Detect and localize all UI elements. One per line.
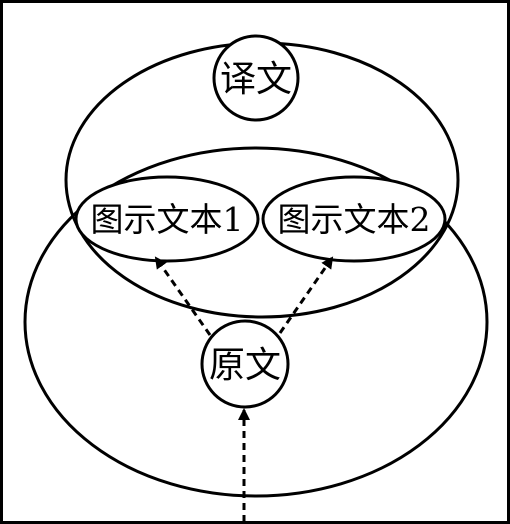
arrow-original-to-illustrative-2 [278,256,334,334]
illustrative-text-1-label: 图示文本1 [91,200,244,239]
translation-node-label: 译文 [220,59,292,100]
illustrative-text-2-ellipse [261,175,447,263]
original-text-node-label: 原文 [209,345,281,386]
illustrative-text-2-label: 图示文本2 [278,200,431,239]
original-text-node-circle [200,319,290,409]
illustrative-text-1-ellipse [74,175,260,263]
translation-node-circle [212,34,300,122]
original-text-region-ellipse [23,146,489,498]
arrow-original-to-illustrative-1 [154,256,212,336]
